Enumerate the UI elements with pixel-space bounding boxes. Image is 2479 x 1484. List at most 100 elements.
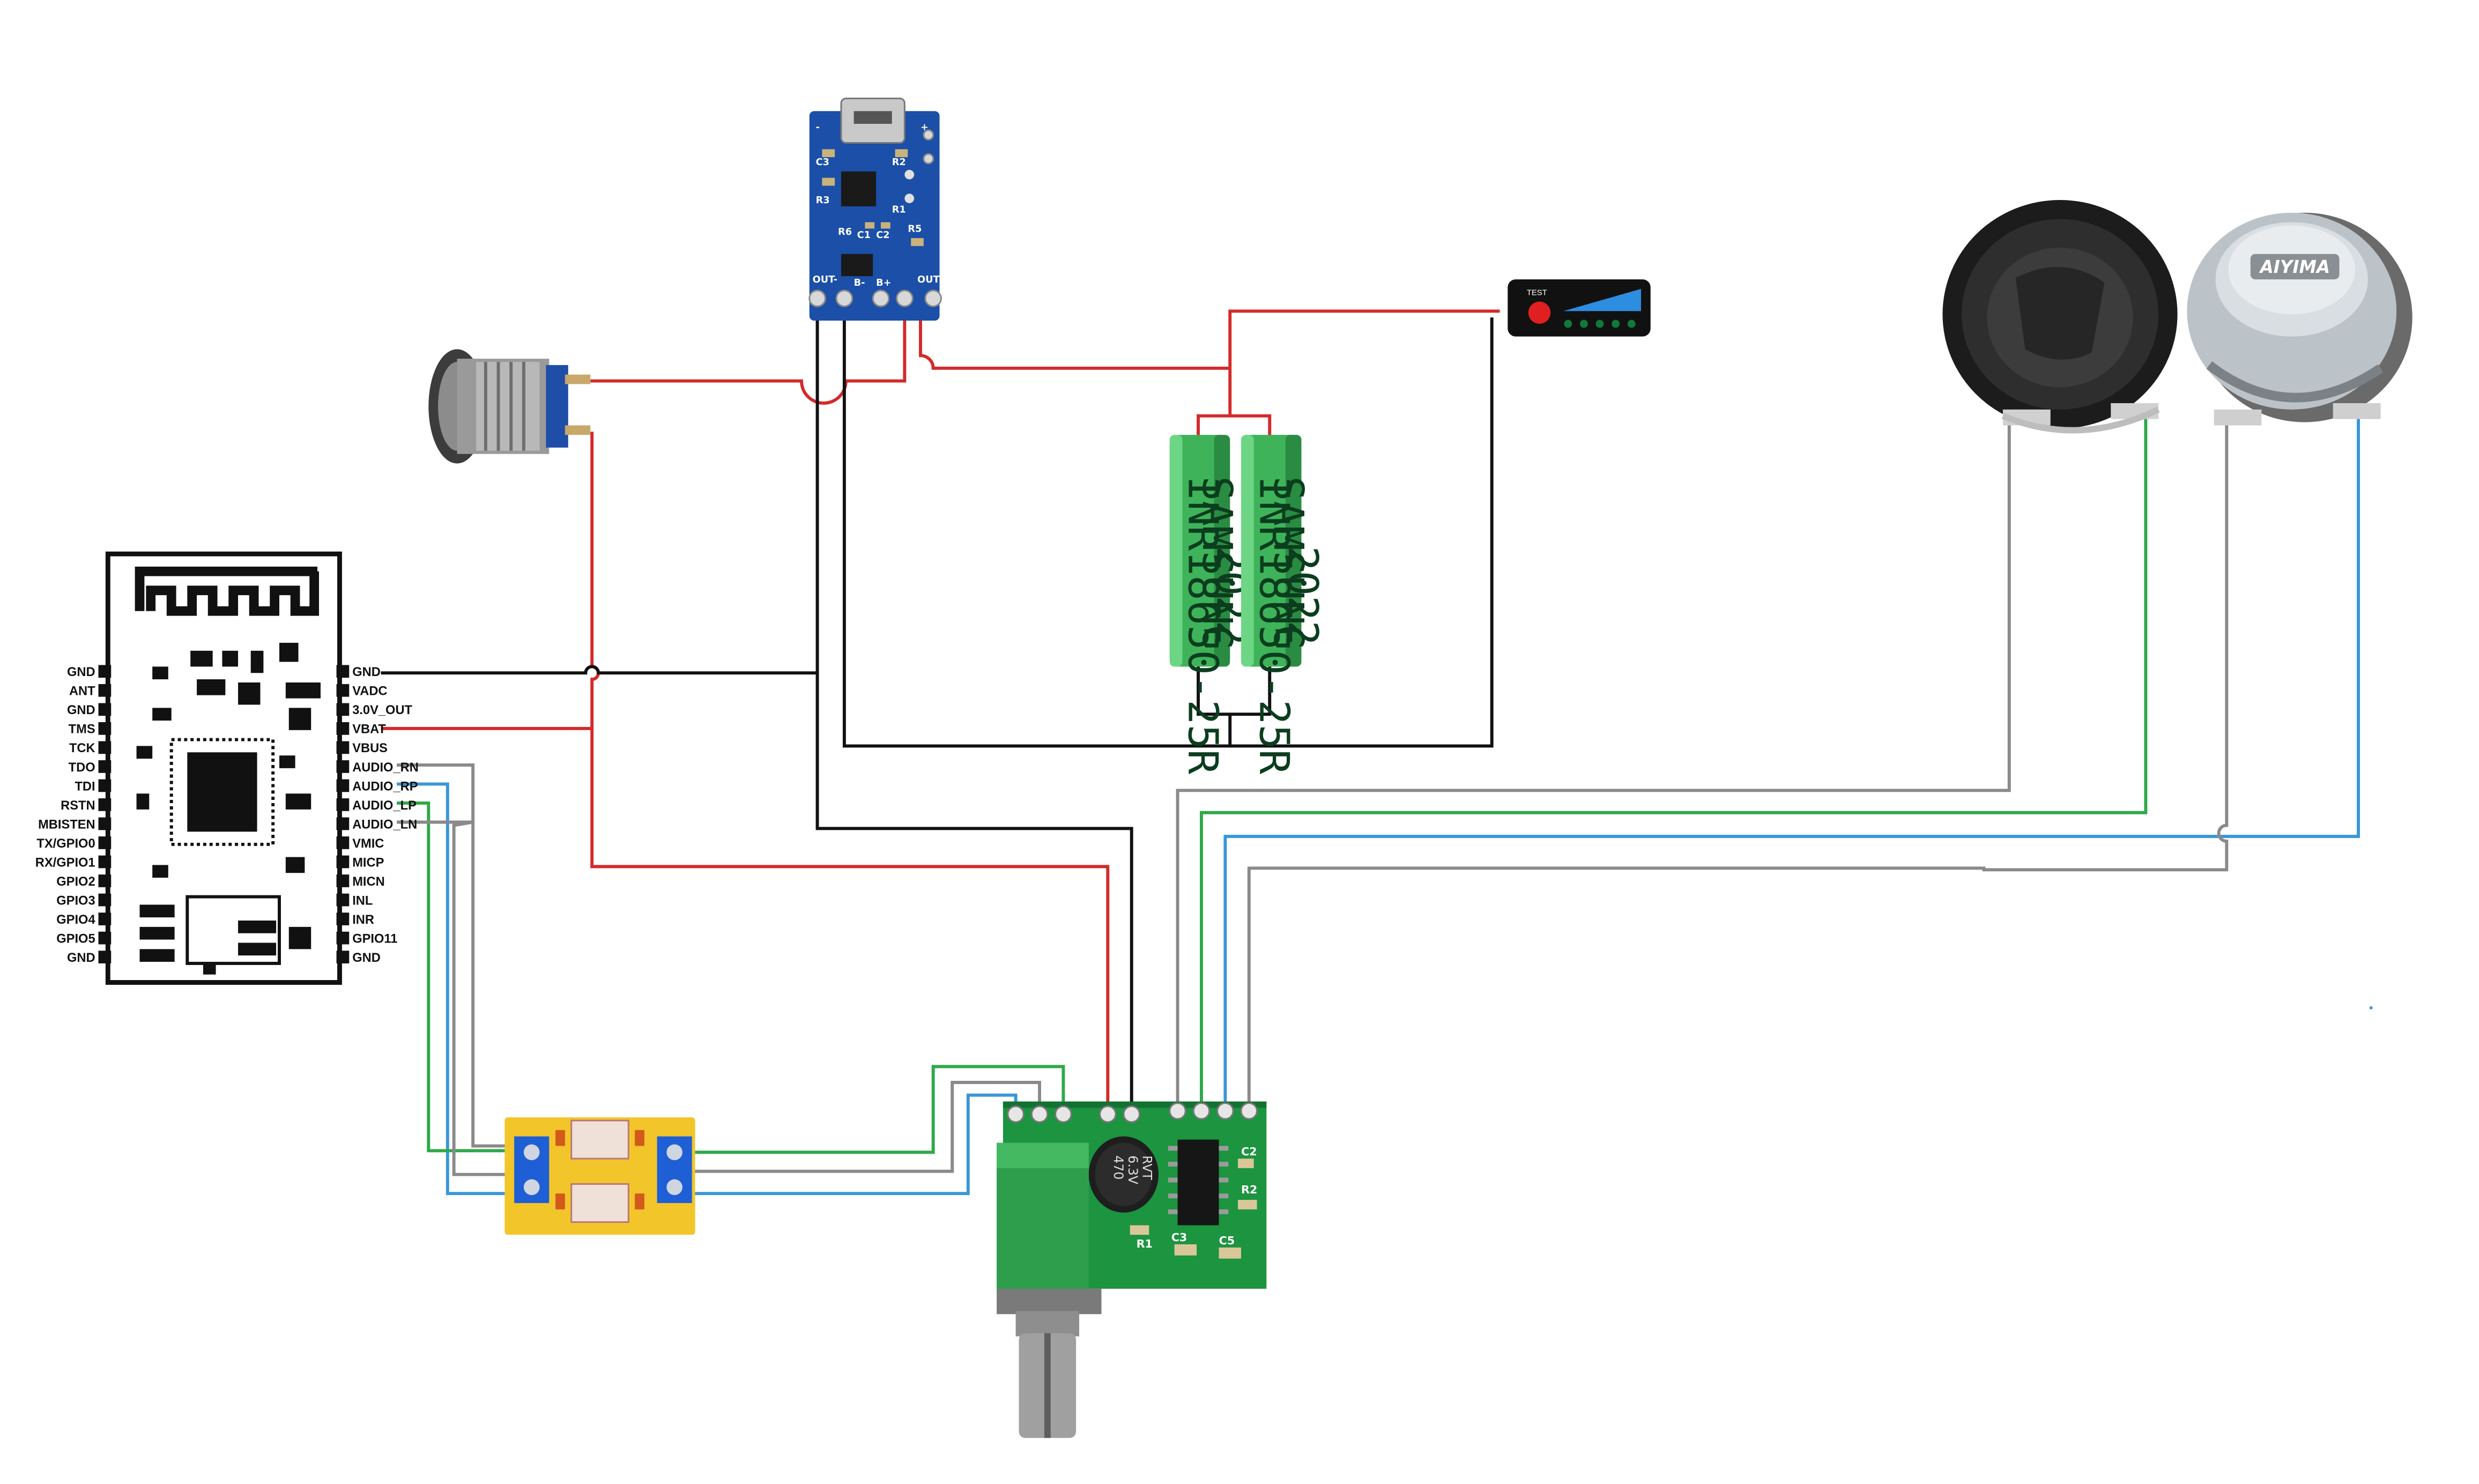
charger-silk: B+	[876, 278, 891, 288]
battery-text: SAMSUNG	[1264, 476, 1312, 650]
wire-blue-iso-to-amp	[690, 1093, 1018, 1196]
pin-label: GND	[67, 951, 95, 965]
charger-silk: +	[921, 122, 929, 133]
pin-label: MICN	[352, 875, 385, 889]
battery-text: 2022	[1279, 546, 1326, 645]
charger-silk: C1	[857, 230, 871, 241]
volume-potentiometer[interactable]	[997, 1142, 1102, 1438]
amp-silk: C5	[1219, 1234, 1235, 1247]
stray-dot	[2369, 1006, 2373, 1010]
pin-label: VBAT	[352, 723, 386, 737]
amp-input-pads	[1007, 1102, 1258, 1123]
amplifier-board: 470 6.3V RVT R1 R2 C3 C5 C2	[997, 1101, 1267, 1438]
pin-label: GPIO2	[56, 875, 95, 889]
speaker-aiyima: AIYIMA	[2187, 212, 2413, 426]
pin-label: INR	[352, 913, 374, 927]
bluetooth-module: GND ANT GND TMS TCK TDO TDI RSTN MBISTEN…	[35, 551, 419, 985]
charger-silk: R5	[908, 224, 922, 234]
pin-label: VADC	[352, 685, 387, 699]
wire-red-switch-to-charger	[590, 309, 907, 405]
speaker-black	[1942, 200, 2178, 434]
pin-label: VBUS	[352, 741, 388, 755]
amp-silk: C3	[1171, 1231, 1187, 1244]
battery-text: INR18650-25R	[1250, 476, 1297, 775]
wire-blue-audio-rp	[397, 782, 516, 1196]
pin-label: GPIO3	[56, 894, 95, 908]
cap-text: 470	[1111, 1155, 1126, 1179]
pin-label: TX/GPIO0	[36, 837, 95, 851]
cap-text: RVT	[1139, 1155, 1154, 1180]
charger-silk: R1	[892, 205, 906, 216]
battery-text: INR18650-25R	[1178, 476, 1226, 775]
charger-silk: OUT-	[813, 274, 837, 285]
pin-label: GND	[352, 951, 381, 965]
pin-label: GPIO11	[352, 932, 397, 946]
right-pin-labels: GND VADC 3.0V_OUT VBAT VBUS AUDIO_RN AUD…	[352, 665, 419, 965]
pin-label: TMS	[69, 723, 95, 737]
power-switch[interactable]	[428, 349, 591, 464]
amp-silk: C2	[1241, 1145, 1257, 1158]
pin-label: RX/GPIO1	[35, 856, 95, 870]
electrolytic-capacitor: 470 6.3V RVT	[1088, 1136, 1159, 1213]
pin-label: TCK	[69, 741, 95, 755]
charger-silk: OUT+	[917, 274, 947, 285]
wire-red-to-indicator	[1228, 309, 1500, 368]
battery-text: SAMSUNG	[1193, 476, 1241, 650]
charger-pads	[808, 129, 942, 307]
speaker-brand-label: AIYIMA	[2258, 257, 2330, 277]
wire-black-battery-bottom	[1197, 666, 1272, 746]
battery-cell-1: INR18650-25R SAMSUNG 2022	[1169, 435, 1255, 775]
pin-label: AUDIO_LP	[352, 799, 417, 813]
left-pin-headers	[98, 665, 112, 963]
charger-silk: -	[816, 122, 820, 133]
charger-silk: C3	[816, 157, 829, 168]
pin-label: AUDIO_LN	[352, 818, 417, 832]
pin-label: TDI	[75, 780, 95, 793]
transformer-1	[570, 1119, 629, 1160]
wire-gray-audio-ln	[397, 820, 516, 1176]
charger-chip	[841, 171, 877, 206]
cap-text: 6.3V	[1125, 1155, 1140, 1184]
pin-label: TDO	[69, 761, 95, 775]
wire-green-spk1-pos	[1199, 415, 2148, 1105]
pin-label: INL	[352, 894, 373, 908]
right-pin-headers	[336, 665, 350, 963]
wire-black-charger-bminus	[815, 311, 1133, 1105]
pin-label: GND	[67, 665, 95, 679]
battery-level-indicator: TEST	[1508, 279, 1651, 337]
charger-silk: R3	[816, 195, 830, 206]
ground-loop-isolator	[504, 1117, 695, 1235]
transformer-2	[570, 1183, 629, 1223]
charger-silk: C2	[876, 230, 889, 241]
wire-gray-spk1-neg	[1176, 425, 2011, 1105]
pin-label: GND	[67, 703, 95, 717]
charger-silk: B-	[854, 278, 865, 288]
pin-label: GPIO4	[56, 913, 95, 927]
amp-chip	[1177, 1139, 1219, 1226]
wire-red-switch-to-amp	[590, 432, 1110, 1105]
pin-label: 3.0V_OUT	[352, 703, 412, 717]
left-pin-labels: GND ANT GND TMS TCK TDO TDI RSTN MBISTEN…	[35, 665, 96, 965]
wire-black-charger-outminus	[842, 311, 1494, 748]
wire-red-charger-bplus	[919, 309, 1230, 370]
test-button[interactable]	[1528, 301, 1551, 324]
pin-label: RSTN	[61, 799, 95, 813]
amp-silk: R2	[1241, 1183, 1257, 1196]
wire-black-gnd-module	[381, 665, 818, 675]
pin-label: VMIC	[352, 837, 384, 851]
wire-gray-audio-rn	[397, 763, 516, 1148]
pin-label: MICP	[352, 856, 384, 870]
batteries: INR18650-25R SAMSUNG 2022 INR18650-25R S…	[1169, 435, 1326, 775]
wire-green-audio-lp	[397, 802, 516, 1153]
charger-board: C3 R3 R2 R1 R6 C1 C2 R5 B+ B- OUT- OUT+ …	[808, 98, 948, 321]
module-pads	[136, 642, 321, 975]
pin-label: GND	[352, 665, 381, 679]
indicator-test-label: TEST	[1527, 289, 1547, 298]
amp-silk: R1	[1137, 1237, 1153, 1250]
wires	[381, 309, 2360, 1196]
wire-red-battery-top	[1197, 368, 1272, 439]
wire-gray-iso-to-amp	[690, 1081, 1041, 1173]
charger-silk: R2	[892, 157, 906, 168]
charger-silk: R6	[838, 227, 852, 238]
